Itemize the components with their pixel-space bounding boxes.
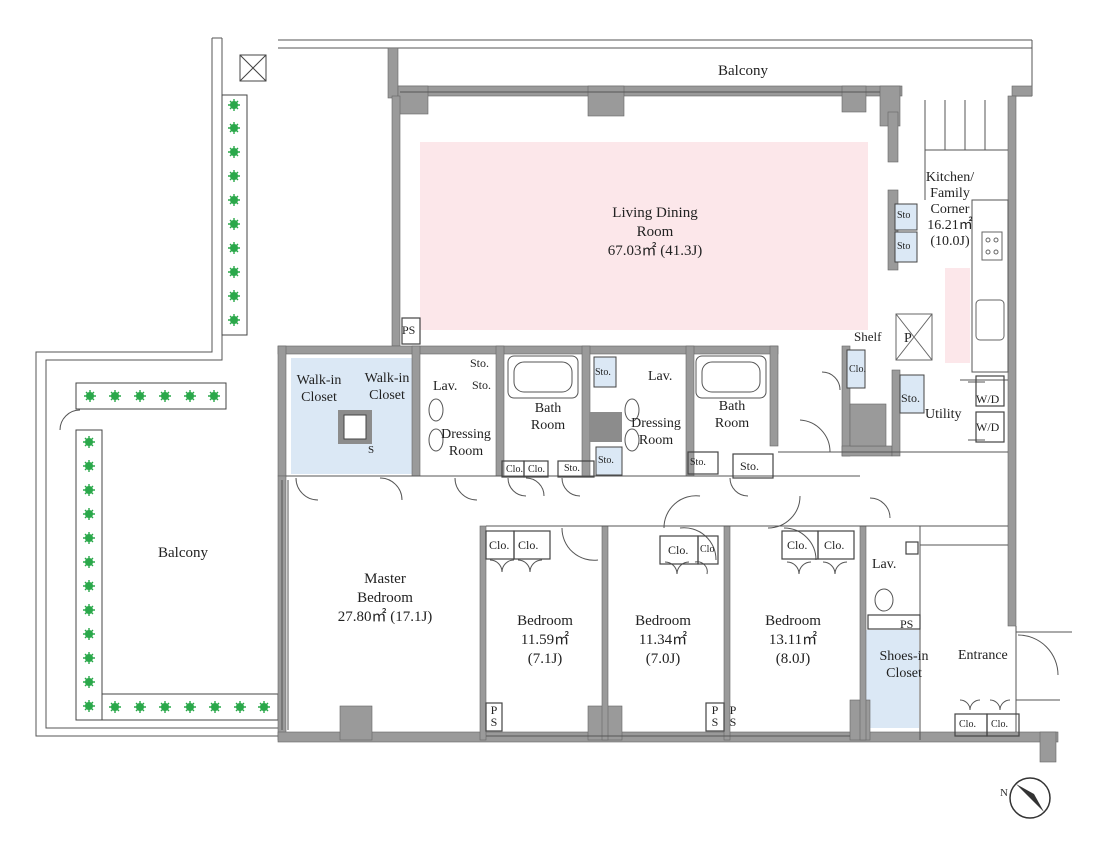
ps-label-5: PS — [900, 617, 914, 631]
bedroom3-label: Bedroom 13.11㎡ (8.0J) — [765, 613, 821, 667]
clo-label-5: Clo. — [668, 543, 689, 557]
kitchen-label: Kitchen/ Family Corner 16.21㎡ (10.0J) — [925, 170, 975, 249]
living-room-label: Living Dining Room 67.03㎡ (41.3J) — [607, 205, 703, 259]
walkin-closet-2-label: Walk-in Closet — [364, 371, 410, 403]
sto-label-5: Sto. — [564, 463, 580, 474]
dressing-room-2-label: Dressing Room — [631, 416, 681, 448]
shoes-closet-label: Shoes-in Closet — [879, 649, 929, 681]
clo-label-6: Clo — [700, 544, 715, 555]
master-bedroom-label: Master Bedroom 27.80㎡ (17.1J) — [337, 571, 433, 625]
s-label: S — [368, 444, 375, 456]
utility-label: Utility — [925, 407, 962, 422]
lav-label-2: Lav. — [648, 369, 673, 384]
balcony-left-label: Balcony — [158, 545, 208, 561]
clo-label-8: Clo. — [824, 538, 845, 552]
lav-label-1: Lav. — [433, 379, 458, 394]
bedroom1-label: Bedroom 11.59㎡ (7.1J) — [517, 613, 573, 667]
sto-label-1: Sto. — [470, 356, 490, 370]
clo-label-3: Clo. — [489, 538, 510, 552]
sto-label-4: Sto. — [598, 455, 614, 466]
sto-label-2: Sto. — [472, 378, 492, 392]
sto-label-10: Sto. — [901, 391, 921, 405]
sto-label-6: Sto. — [690, 457, 706, 468]
sto-label-7: Sto. — [740, 459, 760, 473]
clo-label-2: Clo. — [528, 464, 545, 475]
bath-room-2-label: Bath Room — [714, 399, 750, 431]
lav-label-3: Lav. — [872, 557, 897, 572]
dressing-room-1-label: Dressing Room — [441, 427, 491, 459]
clo-label-10: Clo. — [959, 719, 976, 730]
clo-label-11: Clo. — [991, 719, 1008, 730]
svg-text:N: N — [1000, 787, 1008, 799]
wd-label-1: W/D — [976, 392, 1000, 406]
ps-label-1: PS — [402, 323, 416, 337]
planter-trees — [82, 98, 271, 714]
wd-label-2: W/D — [976, 420, 1000, 434]
sto-label-8: Sto — [897, 210, 911, 221]
shelf-label: Shelf — [854, 329, 882, 344]
sto-label-9: Sto — [897, 241, 911, 252]
bedroom2-label: Bedroom 11.34㎡ (7.0J) — [635, 613, 691, 667]
sto-label-3: Sto. — [595, 367, 611, 378]
clo-label-7: Clo. — [787, 538, 808, 552]
living-room-fill — [420, 142, 868, 330]
balcony-top-label: Balcony — [718, 63, 768, 79]
clo-label-1: Clo. — [506, 464, 523, 475]
entrance-label: Entrance — [958, 648, 1008, 663]
kitchen-fill — [945, 268, 970, 363]
p-label: P — [904, 331, 912, 346]
walkin-closet-1-label: Walk-in Closet — [296, 373, 342, 405]
compass-icon: N — [1000, 777, 1051, 819]
clo-label-9: Clo. — [849, 364, 866, 375]
clo-label-4: Clo. — [518, 538, 539, 552]
bath-room-1-label: Bath Room — [530, 401, 566, 433]
shoes-closet-fill — [866, 630, 919, 728]
